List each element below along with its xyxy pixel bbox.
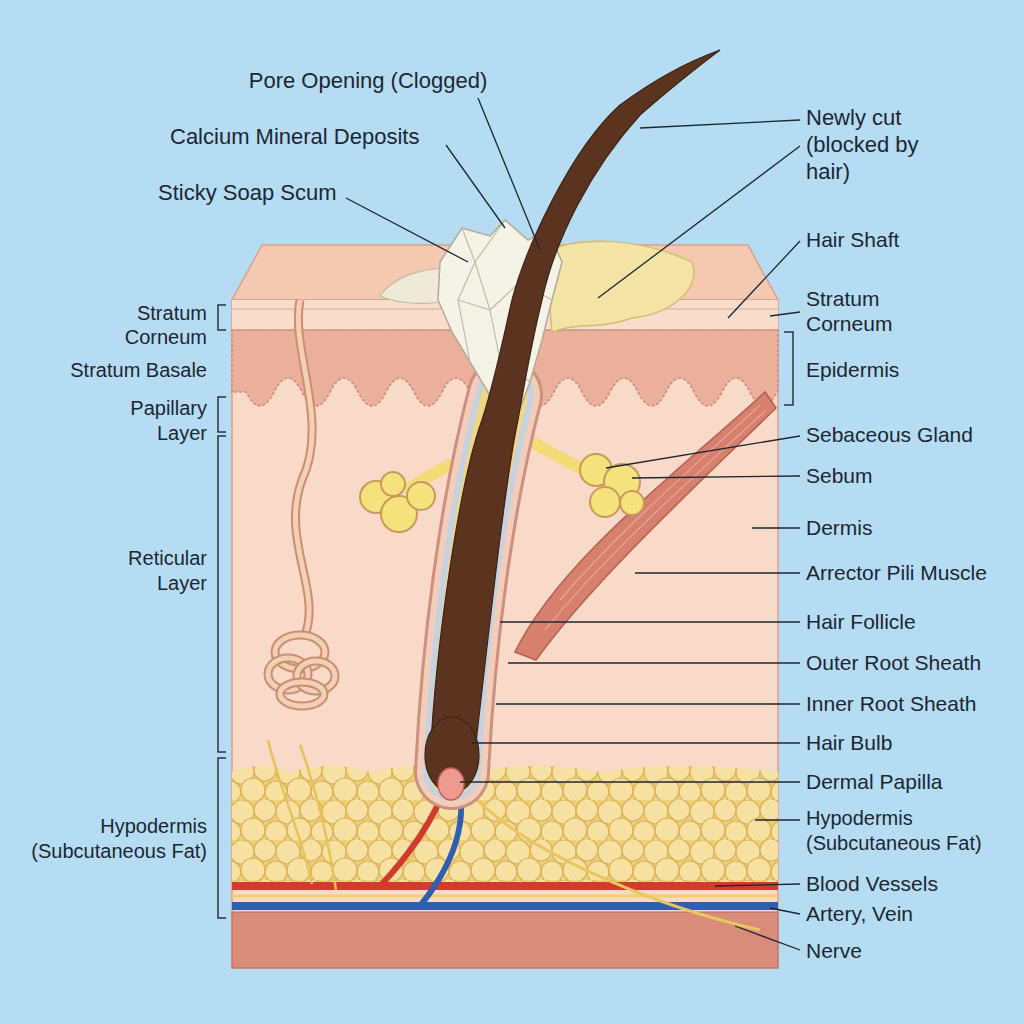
part-label: Nerve bbox=[806, 938, 1016, 964]
hair-shaft bbox=[430, 50, 720, 760]
part-label: Pore Opening (Clogged) bbox=[218, 68, 518, 94]
leader-line bbox=[496, 703, 800, 704]
leader-line bbox=[770, 312, 800, 316]
part-label: Hair Follicle bbox=[806, 609, 1016, 635]
nerve-branch bbox=[468, 790, 760, 930]
part-label: Papillary Layer bbox=[97, 396, 207, 446]
sweat-gland bbox=[268, 300, 335, 706]
part-label: Hypodermis (Subcutaneous Fat) bbox=[7, 814, 207, 864]
sweat-coil bbox=[280, 682, 324, 706]
nerve-line bbox=[232, 895, 778, 898]
part-label: Artery, Vein bbox=[806, 901, 1016, 927]
bracket bbox=[218, 758, 226, 918]
leader-line bbox=[508, 662, 800, 663]
sebaceous-gland-right bbox=[528, 440, 644, 517]
gland-lobe bbox=[407, 482, 435, 510]
part-label: Newly cut (blocked by hair) bbox=[806, 104, 956, 185]
part-label: Stratum Corneum bbox=[806, 286, 926, 336]
leader-line bbox=[598, 146, 800, 298]
gland-lobe bbox=[381, 472, 405, 496]
part-label: Epidermis bbox=[806, 357, 1016, 383]
leader-lines bbox=[346, 98, 800, 950]
leader-line bbox=[478, 98, 540, 250]
leader-line bbox=[770, 908, 800, 914]
leader-line bbox=[640, 120, 800, 128]
part-label: Calcium Mineral Deposits bbox=[170, 124, 470, 150]
muscle-layer bbox=[232, 912, 778, 968]
part-label: Sebum bbox=[806, 463, 1016, 489]
part-label: Hypodermis (Subcutaneous Fat) bbox=[806, 806, 1011, 856]
leader-line bbox=[446, 145, 505, 228]
part-label: Sebaceous Gland bbox=[806, 422, 1016, 448]
nerve-fiber bbox=[300, 745, 336, 890]
part-label: Arrector Pili Muscle bbox=[806, 560, 1016, 586]
part-label: Stratum Corneum bbox=[87, 301, 207, 349]
part-label: Reticular Layer bbox=[97, 546, 207, 596]
bracket bbox=[218, 436, 226, 752]
soap-scum bbox=[545, 241, 694, 332]
bracket bbox=[218, 397, 226, 432]
vein bbox=[232, 902, 778, 910]
leader-line bbox=[346, 198, 468, 262]
part-label: Hair Shaft bbox=[806, 227, 1016, 253]
leader-line bbox=[735, 926, 800, 950]
muscle-striation bbox=[545, 405, 766, 630]
leader-line bbox=[632, 476, 800, 478]
leader-line bbox=[460, 781, 800, 782]
brackets bbox=[218, 305, 793, 918]
leader-line bbox=[635, 572, 800, 573]
part-label: Inner Root Sheath bbox=[806, 691, 1016, 717]
leader-line bbox=[755, 819, 800, 820]
leader-line bbox=[715, 884, 800, 886]
dermal-papilla bbox=[438, 768, 464, 800]
part-label: Sticky Soap Scum bbox=[158, 180, 398, 206]
gland-lobe bbox=[590, 487, 620, 517]
part-label: Dermis bbox=[806, 515, 1016, 541]
arrector-pili-muscle bbox=[515, 392, 776, 660]
sweat-duct bbox=[295, 300, 312, 635]
bracket bbox=[784, 332, 793, 405]
artery bbox=[232, 882, 778, 890]
leader-line bbox=[500, 621, 800, 622]
part-label: Stratum Basale bbox=[7, 358, 207, 382]
leader-line bbox=[728, 241, 800, 318]
bracket bbox=[218, 305, 226, 330]
leader-line bbox=[606, 436, 800, 468]
part-label: Dermal Papilla bbox=[806, 769, 1016, 795]
part-label: Blood Vessels bbox=[806, 871, 1016, 897]
part-label: Hair Bulb bbox=[806, 730, 1016, 756]
sweat-coil bbox=[280, 682, 324, 706]
leader-line bbox=[472, 742, 800, 743]
leader-line bbox=[752, 527, 800, 528]
sweat-duct bbox=[295, 300, 312, 635]
gland-lobe bbox=[620, 491, 644, 515]
part-label: Outer Root Sheath bbox=[806, 650, 1016, 676]
